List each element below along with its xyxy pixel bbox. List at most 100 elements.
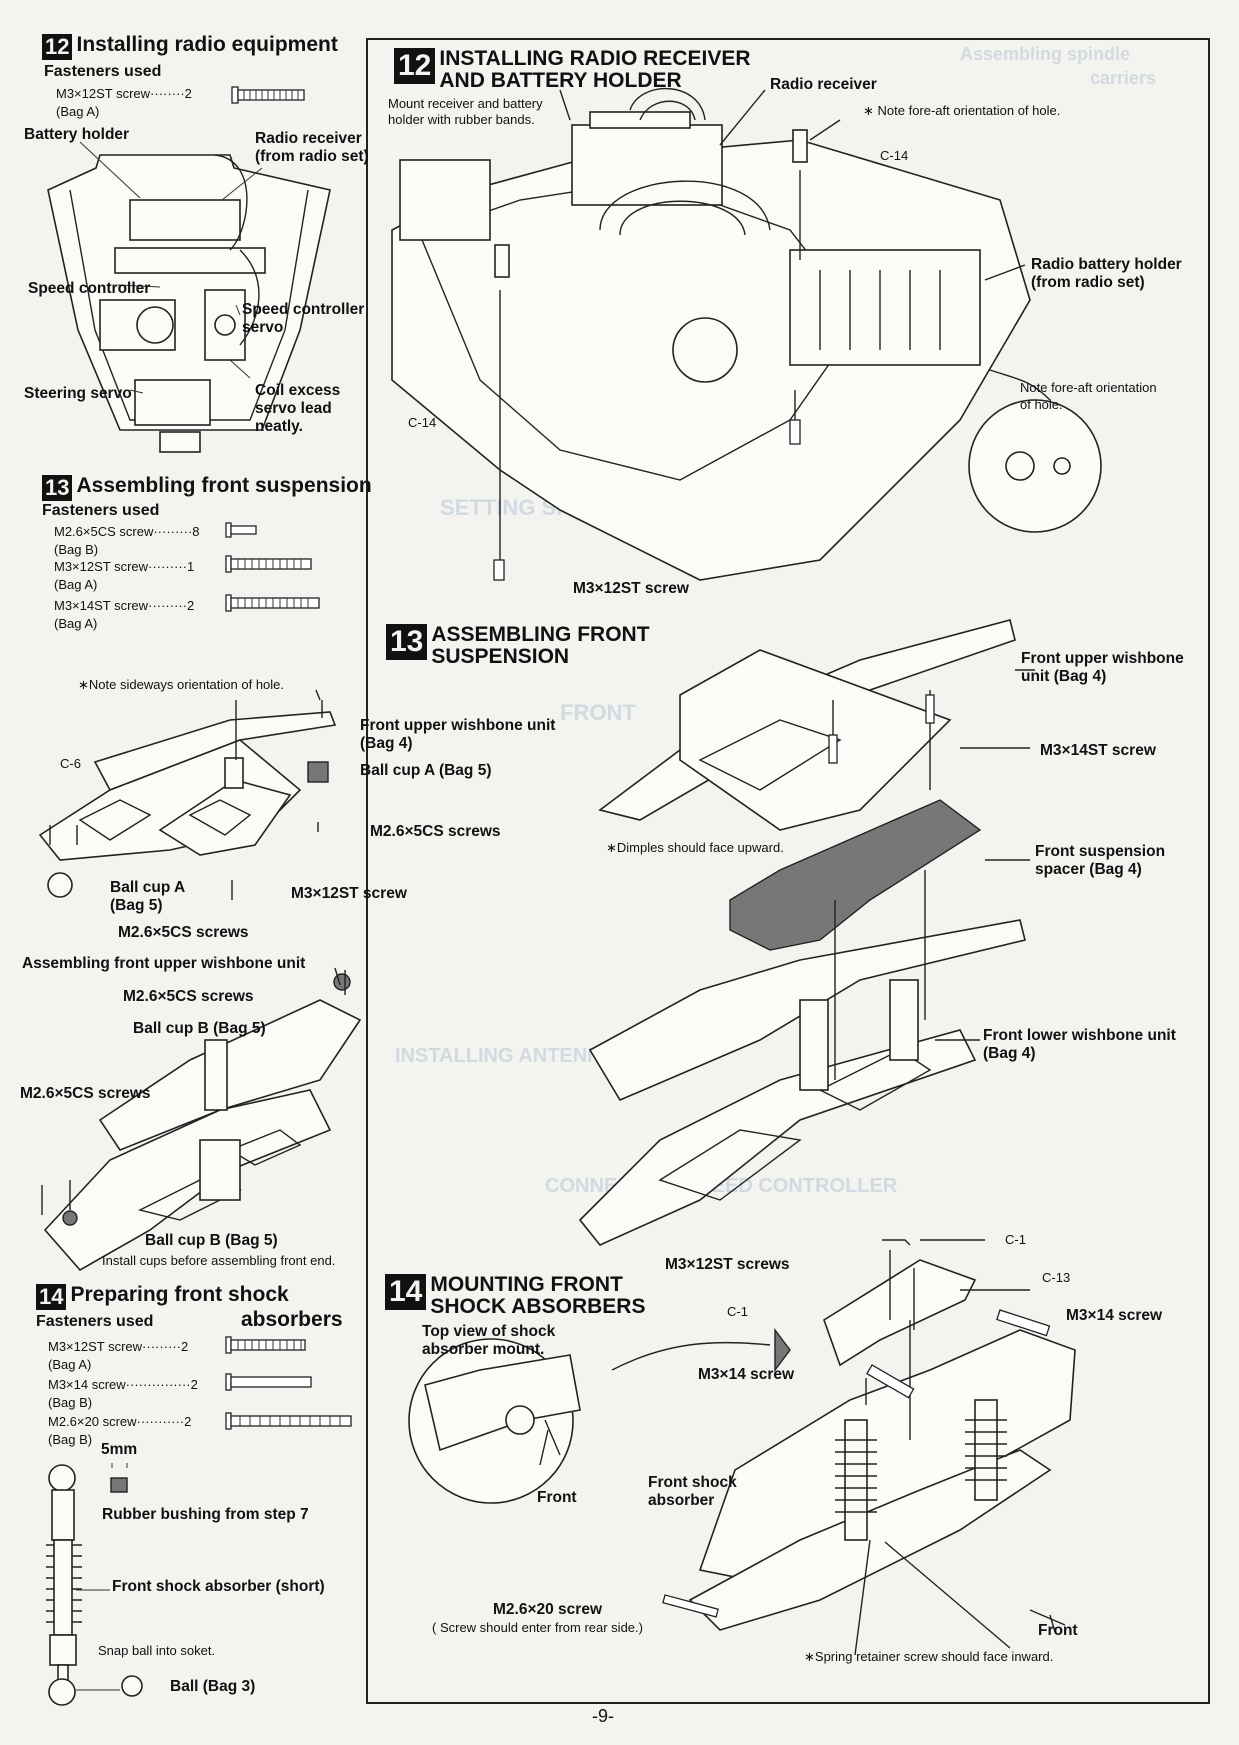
right-step-14-heading: 14 MOUNTING FRONT SHOCK ABSORBERS bbox=[385, 1274, 645, 1318]
m26-screws-label: M2.6×5CS screws bbox=[123, 988, 254, 1005]
snap-ball-note: Snap ball into soket. bbox=[98, 1643, 216, 1658]
circle-fore-aft-note: of hole. bbox=[1020, 397, 1063, 412]
front-shock-short-label: Front shock absorber (short) bbox=[112, 1578, 325, 1595]
ball-cup-b-label: Ball cup B (Bag 5) bbox=[145, 1232, 278, 1249]
part-code-label: C-6 bbox=[60, 756, 81, 771]
step-title: ASSEMBLING FRONT bbox=[431, 623, 650, 646]
m3-12st-screw-label: M3×12ST screw bbox=[573, 580, 689, 597]
fastener-item: M3×12ST screw·········1 bbox=[54, 559, 195, 574]
m26-screws-label: M2.6×5CS screws bbox=[20, 1085, 151, 1102]
chassis-top-view-drawing bbox=[47, 154, 331, 453]
speed-controller-servo-label: servo bbox=[242, 319, 284, 336]
spring-retainer-note: ∗Spring retainer screw should face inwar… bbox=[804, 1649, 1054, 1664]
radio-battery-holder-label: (from radio set) bbox=[1031, 274, 1145, 291]
ball-cup-b-label: Ball cup B (Bag 5) bbox=[133, 1020, 266, 1037]
fasteners-used-heading: Fasteners used bbox=[44, 63, 162, 80]
step-title: SHOCK ABSORBERS bbox=[430, 1295, 646, 1318]
right-step-13-heading: 13 ASSEMBLING FRONT SUSPENSION bbox=[386, 624, 650, 668]
screw-icon bbox=[231, 86, 305, 104]
fastener-item: M2.6×20 screw···········2 bbox=[48, 1414, 192, 1429]
coil-note-label: servo lead bbox=[255, 400, 332, 417]
screw-icons bbox=[225, 522, 320, 612]
step-title: INSTALLING RADIO RECEIVER bbox=[439, 47, 751, 70]
fore-aft-note: ∗ Note fore-aft orientation of hole. bbox=[863, 103, 1061, 118]
front-upper-wishbone-label: Front upper wishbone bbox=[1021, 650, 1184, 667]
fastener-item: M3×14 screw···············2 bbox=[48, 1377, 198, 1392]
top-view-note: Top view of shock bbox=[422, 1323, 556, 1340]
dimples-note: ∗Dimples should face upward. bbox=[606, 840, 784, 855]
top-view-note: absorber mount. bbox=[422, 1341, 545, 1358]
fastener-bag: (Bag A) bbox=[54, 616, 98, 631]
fastener-bag: (Bag A) bbox=[56, 104, 100, 119]
front-upper-wishbone-label: Front upper wishbone unit bbox=[360, 717, 556, 734]
hole-orientation-note: ∗Note sideways orientation of hole. bbox=[78, 677, 285, 692]
radio-receiver-label: Radio receiver bbox=[255, 130, 362, 147]
coil-note-label: Coil excess bbox=[255, 382, 341, 399]
speed-controller-label: Speed controller bbox=[28, 280, 151, 297]
fasteners-used-heading: Fasteners used bbox=[36, 1313, 154, 1330]
battery-holder-label: Battery holder bbox=[24, 126, 130, 143]
part-code-label: C-14 bbox=[880, 148, 909, 163]
fastener-bag: (Bag B) bbox=[48, 1395, 93, 1410]
m3-14-screw-label: M3×14 screw bbox=[1066, 1307, 1163, 1324]
fastener-bag: (Bag A) bbox=[48, 1357, 92, 1372]
coil-note-label: neatly. bbox=[255, 418, 303, 435]
front-lower-wishbone-label: Front lower wishbone unit bbox=[983, 1027, 1176, 1044]
upper-wishbone-assembly-drawing bbox=[41, 967, 362, 1272]
five-mm-label: 5mm bbox=[101, 1441, 138, 1458]
ball-cup-a-label: (Bag 5) bbox=[110, 897, 163, 914]
page-number: -9- bbox=[592, 1706, 614, 1726]
fastener-item: M3×12ST screw·········2 bbox=[48, 1339, 189, 1354]
fastener-item: M3×14ST screw·········2 bbox=[54, 598, 195, 613]
bleed-through-text: Assembling spindle bbox=[960, 44, 1131, 64]
step-title: Installing radio equipment bbox=[76, 33, 338, 56]
front-suspension-exploded-drawing bbox=[578, 619, 1035, 1246]
step-title: Assembling front suspension bbox=[76, 474, 372, 497]
part-code-label: C-1 bbox=[1005, 1232, 1026, 1247]
front-suspension-spacer-label: Front suspension bbox=[1035, 843, 1166, 860]
circle-fore-aft-note: Note fore-aft orientation bbox=[1020, 380, 1157, 395]
front-shock-absorber-label: Front shock bbox=[648, 1474, 737, 1491]
step-number: 12 bbox=[394, 48, 436, 84]
front-lower-wishbone-label: (Bag 4) bbox=[983, 1045, 1036, 1062]
step-title: Preparing front shock bbox=[70, 1283, 289, 1306]
steering-servo-label: Steering servo bbox=[24, 385, 132, 402]
part-code-label: C-14 bbox=[408, 415, 437, 430]
m26-screws-label: M2.6×5CS screws bbox=[118, 924, 249, 941]
m26-screws-label: M2.6×5CS screws bbox=[370, 823, 501, 840]
radio-receiver-label: Radio receiver bbox=[770, 76, 877, 93]
step-number: 12 bbox=[42, 33, 73, 60]
m3-12st-screw-label: M3×12ST screw bbox=[291, 885, 407, 902]
m3-14st-screw-label: M3×14ST screw bbox=[1040, 742, 1156, 759]
rubber-bushing-label: Rubber bushing from step 7 bbox=[102, 1506, 309, 1523]
step-title: absorbers bbox=[241, 1308, 343, 1331]
front-shock-absorber-label: absorber bbox=[648, 1492, 715, 1509]
m3-14-screw-label: M3×14 screw bbox=[698, 1366, 795, 1383]
rear-entry-note: ( Screw should enter from rear side.) bbox=[432, 1620, 643, 1635]
part-code-label: C-13 bbox=[1042, 1270, 1071, 1285]
part-code-label: C-1 bbox=[727, 1304, 748, 1319]
shock-mounting-drawing bbox=[408, 1239, 1076, 1656]
step-number: 14 bbox=[36, 1283, 67, 1310]
mount-note: Mount receiver and battery bbox=[388, 96, 543, 111]
fasteners-used-heading: Fasteners used bbox=[42, 502, 160, 519]
fastener-bag: (Bag A) bbox=[54, 577, 98, 592]
radio-install-drawing bbox=[391, 88, 1102, 581]
radio-battery-holder-label: Radio battery holder bbox=[1031, 256, 1182, 273]
fastener-bag: (Bag B) bbox=[54, 542, 99, 557]
fastener-item: M3×12ST screw········2 bbox=[56, 86, 192, 101]
step-number: 13 bbox=[386, 624, 428, 660]
step-title: AND BATTERY HOLDER bbox=[439, 69, 682, 92]
step-number: 13 bbox=[42, 474, 73, 501]
step-number: 14 bbox=[385, 1274, 427, 1310]
bleed-through-text: carriers bbox=[1090, 68, 1157, 88]
step-title: MOUNTING FRONT bbox=[430, 1273, 623, 1296]
front-upper-wishbone-label: unit (Bag 4) bbox=[1021, 668, 1107, 685]
assembling-upper-wishbone-heading: Assembling front upper wishbone unit bbox=[22, 955, 306, 972]
speed-controller-servo-label: Speed controller bbox=[242, 301, 365, 318]
screw-icons bbox=[225, 1336, 352, 1430]
right-step-12-heading: 12 INSTALLING RADIO RECEIVER AND BATTERY… bbox=[394, 48, 751, 92]
